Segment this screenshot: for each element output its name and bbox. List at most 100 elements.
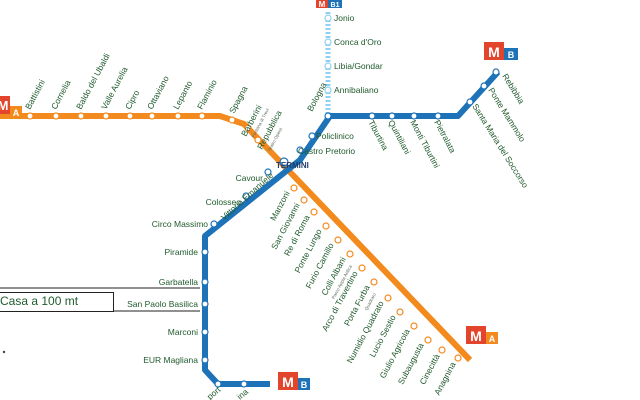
label-policlinico: Policlinico: [316, 131, 354, 141]
station-cornelia[interactable]: [52, 112, 60, 120]
station-castro-pretorio[interactable]: [296, 146, 304, 154]
station-santa-maria-del-soccorso[interactable]: [466, 98, 474, 106]
station-rebibbia[interactable]: [492, 68, 500, 76]
station-furio-camillo[interactable]: [334, 236, 342, 244]
home-callout: Casa a 100 mt: [0, 292, 114, 312]
station-cinecitta[interactable]: [438, 346, 446, 354]
label-termini: TERMINI: [276, 161, 309, 170]
label-cavour: Cavour: [236, 173, 264, 183]
label-piramide: Piramide: [164, 247, 198, 257]
station-annibaliano[interactable]: [324, 86, 332, 94]
station-spagna[interactable]: [228, 116, 236, 124]
station-ponte-lungo[interactable]: [322, 222, 330, 230]
station-cavour[interactable]: [264, 168, 272, 176]
label-bottom-2: ina: [235, 386, 250, 400]
station-piramide[interactable]: [201, 248, 209, 256]
station-battistini[interactable]: [26, 112, 34, 120]
label-jonio: Jonio: [334, 13, 355, 23]
station-bottom-2[interactable]: [240, 380, 248, 388]
station-pietralata[interactable]: [434, 112, 442, 120]
station-san-paolo-basilica[interactable]: [201, 300, 209, 308]
label-battistini: Battistini: [23, 78, 47, 111]
label-castro-pretorio: Castro Pretorio: [298, 146, 355, 156]
station-manzoni[interactable]: [290, 184, 298, 192]
station-lucio-sestio[interactable]: [396, 308, 404, 316]
label-ottaviano: Ottaviano: [145, 74, 171, 111]
line-a-track: [0, 113, 473, 363]
line-b-stations: [201, 68, 500, 388]
station-porta-furba[interactable]: [370, 278, 378, 286]
station-numidio-quadrato[interactable]: [384, 294, 392, 302]
station-quintiliani[interactable]: [388, 112, 396, 120]
station-subaugusta[interactable]: [424, 336, 432, 344]
badge-a-bottom-right: M A: [466, 326, 498, 344]
station-policlinico[interactable]: [308, 132, 316, 140]
badge-a-left-metro-letter: M: [0, 98, 8, 113]
station-jonio[interactable]: [324, 14, 332, 22]
station-baldo-del-ubaldi[interactable]: [77, 112, 85, 120]
station-colosseo[interactable]: [242, 192, 250, 200]
station-garbatella[interactable]: [201, 278, 209, 286]
station-colli-albani[interactable]: [346, 250, 354, 258]
station-marconi[interactable]: [201, 328, 209, 336]
badge-b-bottom-metro-letter: M: [282, 374, 294, 390]
label-bologna: Bologna: [305, 80, 329, 112]
home-callout-text: Casa a 100 mt: [0, 294, 79, 308]
label-san-paolo-basilica: San Paolo Basilica: [127, 299, 198, 309]
station-tiburtina[interactable]: [368, 112, 376, 120]
station-re-di-roma[interactable]: [310, 208, 318, 216]
station-arco-di-travertino[interactable]: [358, 264, 366, 272]
label-lepanto: Lepanto: [171, 79, 194, 111]
badge-b-top-right: M B: [484, 42, 518, 60]
station-san-giovanni[interactable]: [300, 196, 308, 204]
station-libia-gondar[interactable]: [324, 62, 332, 70]
station-lepanto[interactable]: [174, 112, 182, 120]
station-eur-magliana[interactable]: [201, 356, 209, 364]
station-conca-doro[interactable]: [324, 38, 332, 46]
label-flaminio: Flaminio: [195, 78, 219, 111]
badge-a-bottom-letter: A: [489, 334, 496, 344]
station-flaminio[interactable]: [198, 112, 206, 120]
line-a-stations: [26, 112, 462, 362]
badge-b1-top: M B1: [316, 0, 342, 9]
label-cipro: Cipro: [123, 88, 141, 111]
station-bologna[interactable]: [324, 112, 332, 120]
station-giulio-agricola[interactable]: [410, 322, 418, 330]
label-libia-gondar: Libia/Gondar: [334, 61, 383, 71]
label-pietralata: Pietralata: [432, 118, 458, 155]
label-conca-doro: Conca d'Oro: [334, 37, 382, 47]
label-eur-magliana: EUR Magliana: [143, 355, 198, 365]
label-circo-massimo: Circo Massimo: [152, 219, 208, 229]
badge-b-top-letter: B: [508, 50, 515, 60]
station-ottaviano[interactable]: [148, 112, 156, 120]
station-barberini[interactable]: [244, 124, 252, 132]
badge-a-bottom-metro-letter: M: [470, 328, 482, 344]
label-garbatella: Garbatella: [159, 277, 198, 287]
label-annibaliano: Annibaliano: [334, 85, 379, 95]
station-anagnina[interactable]: [454, 354, 462, 362]
line-b1-labels: Jonio Conca d'Oro Libia/Gondar Annibalia…: [334, 13, 383, 95]
label-santa-maria: Santa Maria del Soccorso: [470, 102, 530, 190]
line-a-labels: Battistini Cornelia Baldo del Ubaldi Val…: [23, 51, 458, 396]
station-circo-massimo[interactable]: [210, 220, 218, 228]
badge-b1-letter: B1: [331, 2, 340, 9]
station-termini[interactable]: [279, 157, 289, 167]
label-quintiliani: Quintiliani: [386, 118, 412, 156]
station-repubblica[interactable]: [254, 136, 262, 144]
badge-a-left-letter: A: [13, 108, 20, 118]
label-cornelia: Cornelia: [49, 78, 73, 111]
label-spagna: Spagna: [227, 84, 250, 115]
station-monti-tiburtini[interactable]: [410, 112, 418, 120]
badge-a-left: M A: [0, 96, 22, 118]
badge-b-bottom-letter: B: [301, 380, 308, 390]
station-bottom-1[interactable]: [214, 380, 222, 388]
station-cipro[interactable]: [126, 112, 134, 120]
label-marconi: Marconi: [168, 327, 198, 337]
badge-b-top-metro-letter: M: [488, 44, 500, 60]
label-colosseo: Colosseo: [206, 197, 242, 207]
station-ponte-mammolo[interactable]: [480, 82, 488, 90]
line-b1-stations: [324, 14, 332, 94]
station-valle-aurelia[interactable]: [102, 112, 110, 120]
marker-dot: [2, 350, 6, 354]
